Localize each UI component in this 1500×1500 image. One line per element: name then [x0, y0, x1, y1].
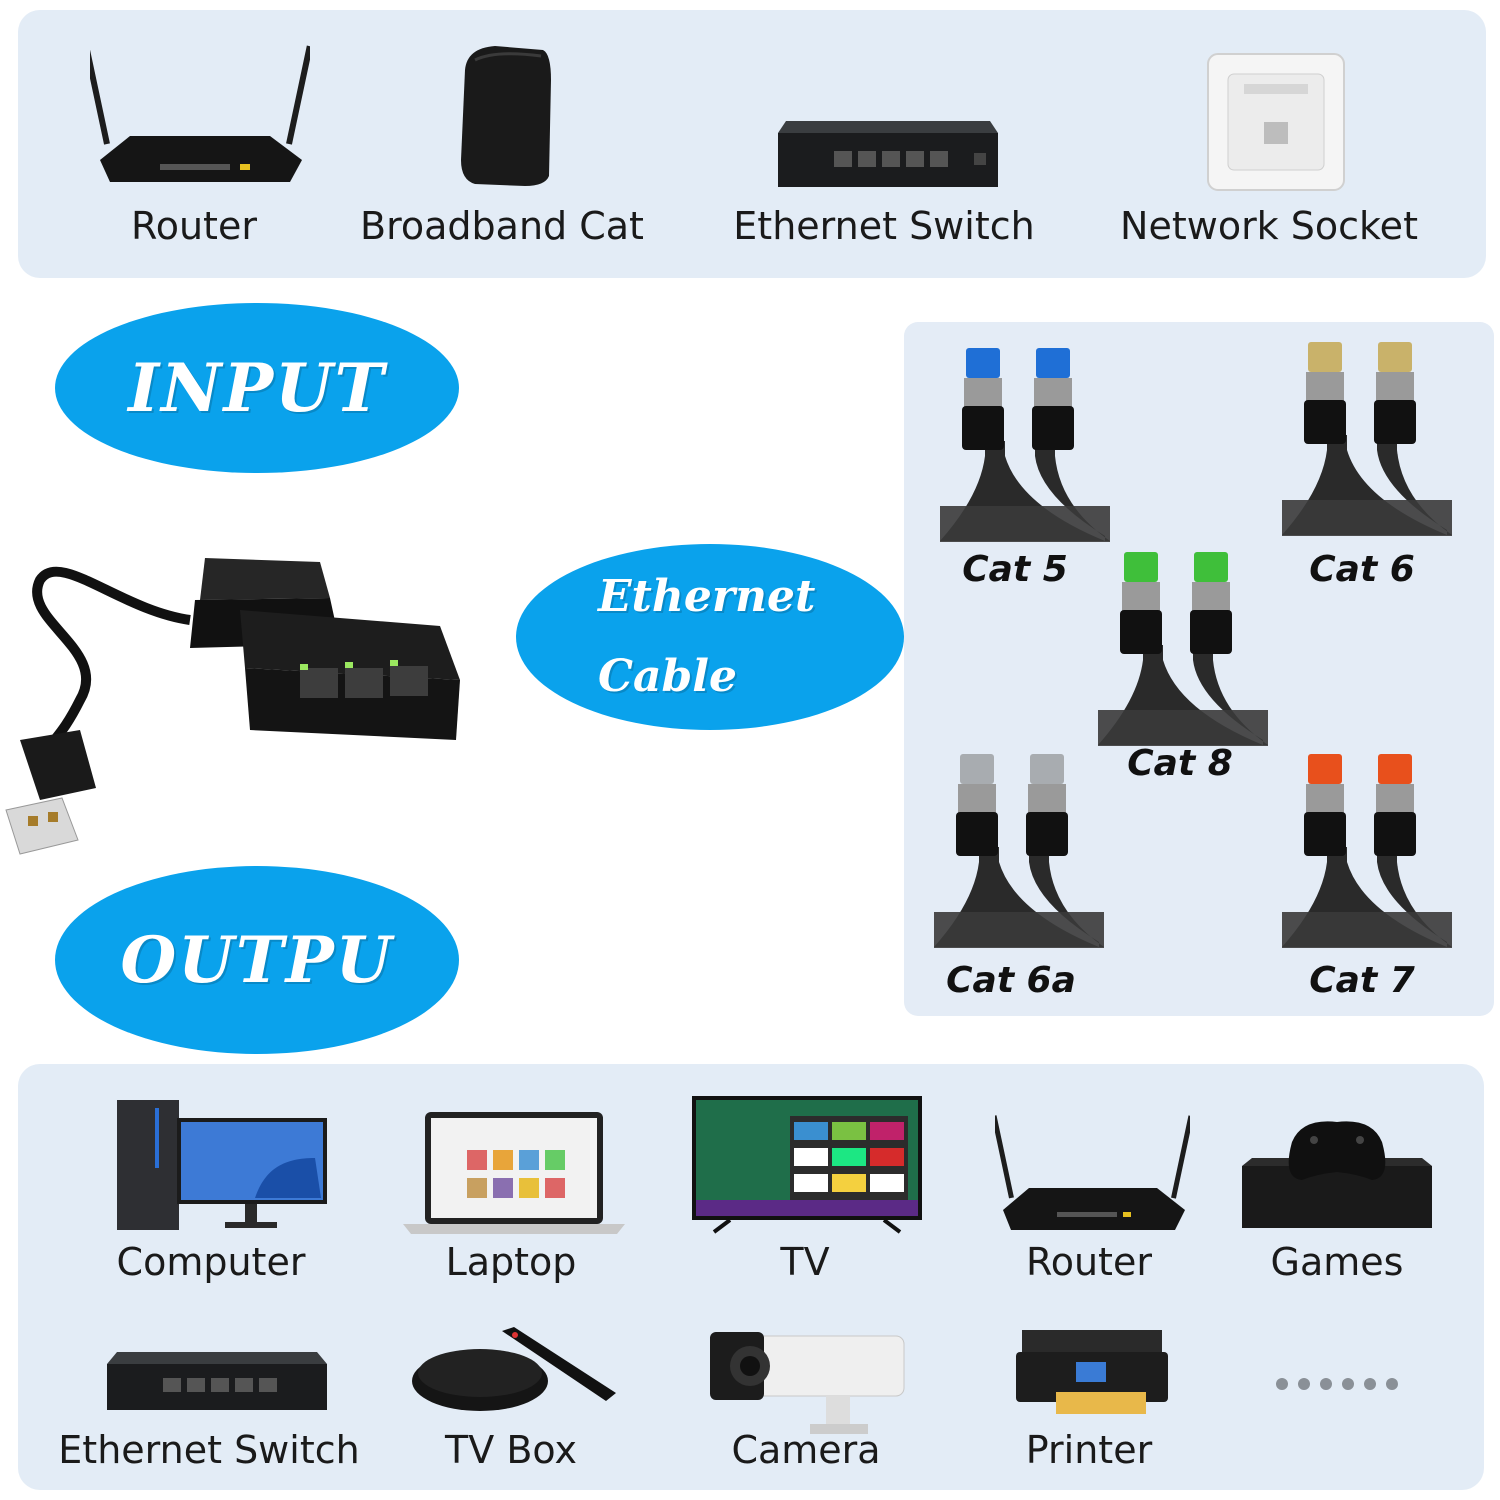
modem-icon — [461, 46, 551, 186]
output-label-printer: Printer — [1025, 1428, 1153, 1472]
splitter-icon — [5, 558, 460, 855]
router-icon — [995, 1115, 1190, 1230]
output-device-switch — [107, 1350, 327, 1412]
ellipsis-dot — [1386, 1378, 1398, 1390]
tv-icon — [692, 1096, 922, 1234]
usb-ethernet-splitter — [0, 540, 470, 860]
input-label-router: Router — [131, 204, 257, 248]
output-device-games — [1242, 1118, 1432, 1230]
router-icon — [90, 45, 310, 182]
cable-label-cat8: Cat 8 — [1127, 743, 1233, 784]
wall-socket-icon — [1207, 53, 1345, 191]
output-label-tvbox: TV Box — [445, 1428, 577, 1472]
input-device-switch — [778, 115, 998, 190]
computer-icon — [117, 1100, 327, 1230]
output-device-laptop — [403, 1110, 625, 1235]
output-badge-text: OUTPU — [120, 922, 394, 998]
output-label-games: Games — [1270, 1240, 1404, 1284]
tv-box-icon — [412, 1327, 616, 1411]
game-console-icon — [1242, 1121, 1432, 1228]
cable-label-cat5: Cat 5 — [962, 549, 1068, 590]
input-device-socket — [1206, 52, 1346, 192]
output-label-computer: Computer — [116, 1240, 306, 1284]
input-label-broadband: Broadband Cat — [360, 204, 644, 248]
output-label-laptop: Laptop — [445, 1240, 577, 1284]
printer-icon — [1016, 1330, 1168, 1414]
camera-icon — [710, 1332, 905, 1434]
output-device-printer — [1016, 1326, 1168, 1418]
switch-icon — [778, 121, 998, 187]
ellipsis-dot — [1320, 1378, 1332, 1390]
cable-label-cat7: Cat 7 — [1309, 960, 1415, 1001]
output-device-camera — [706, 1326, 906, 1438]
input-label-switch: Ethernet Switch — [733, 204, 1035, 248]
input-badge-text: INPUT — [128, 349, 386, 427]
output-device-tvbox — [410, 1325, 620, 1415]
ethernet-cable-badge: Ethernet Cable — [516, 544, 904, 730]
input-badge: INPUT — [55, 303, 459, 473]
output-label-tv: TV — [780, 1240, 830, 1284]
cable-label-cat6: Cat 6 — [1309, 549, 1415, 590]
input-label-socket: Network Socket — [1120, 204, 1418, 248]
output-label-router: Router — [1026, 1240, 1152, 1284]
output-badge: OUTPU — [55, 866, 459, 1054]
output-label-switch: Ethernet Switch — [58, 1428, 360, 1472]
cable-label-cat6a: Cat 6a — [946, 960, 1076, 1001]
ellipsis-dot — [1276, 1378, 1288, 1390]
output-label-camera: Camera — [731, 1428, 881, 1472]
output-device-router — [995, 1110, 1190, 1238]
ethernet-badge-line2: Cable — [598, 651, 738, 702]
laptop-icon — [403, 1112, 625, 1234]
more-devices-ellipsis — [1276, 1378, 1398, 1390]
output-device-tv — [690, 1094, 924, 1234]
output-device-computer — [115, 1098, 330, 1233]
ellipsis-dot — [1364, 1378, 1376, 1390]
input-device-modem — [455, 40, 555, 190]
switch-icon — [107, 1352, 327, 1410]
ellipsis-dot — [1342, 1378, 1354, 1390]
input-device-router — [90, 40, 310, 200]
ellipsis-dot — [1298, 1378, 1310, 1390]
ethernet-badge-line1: Ethernet — [598, 571, 816, 622]
cable-types-panel — [904, 322, 1494, 1016]
